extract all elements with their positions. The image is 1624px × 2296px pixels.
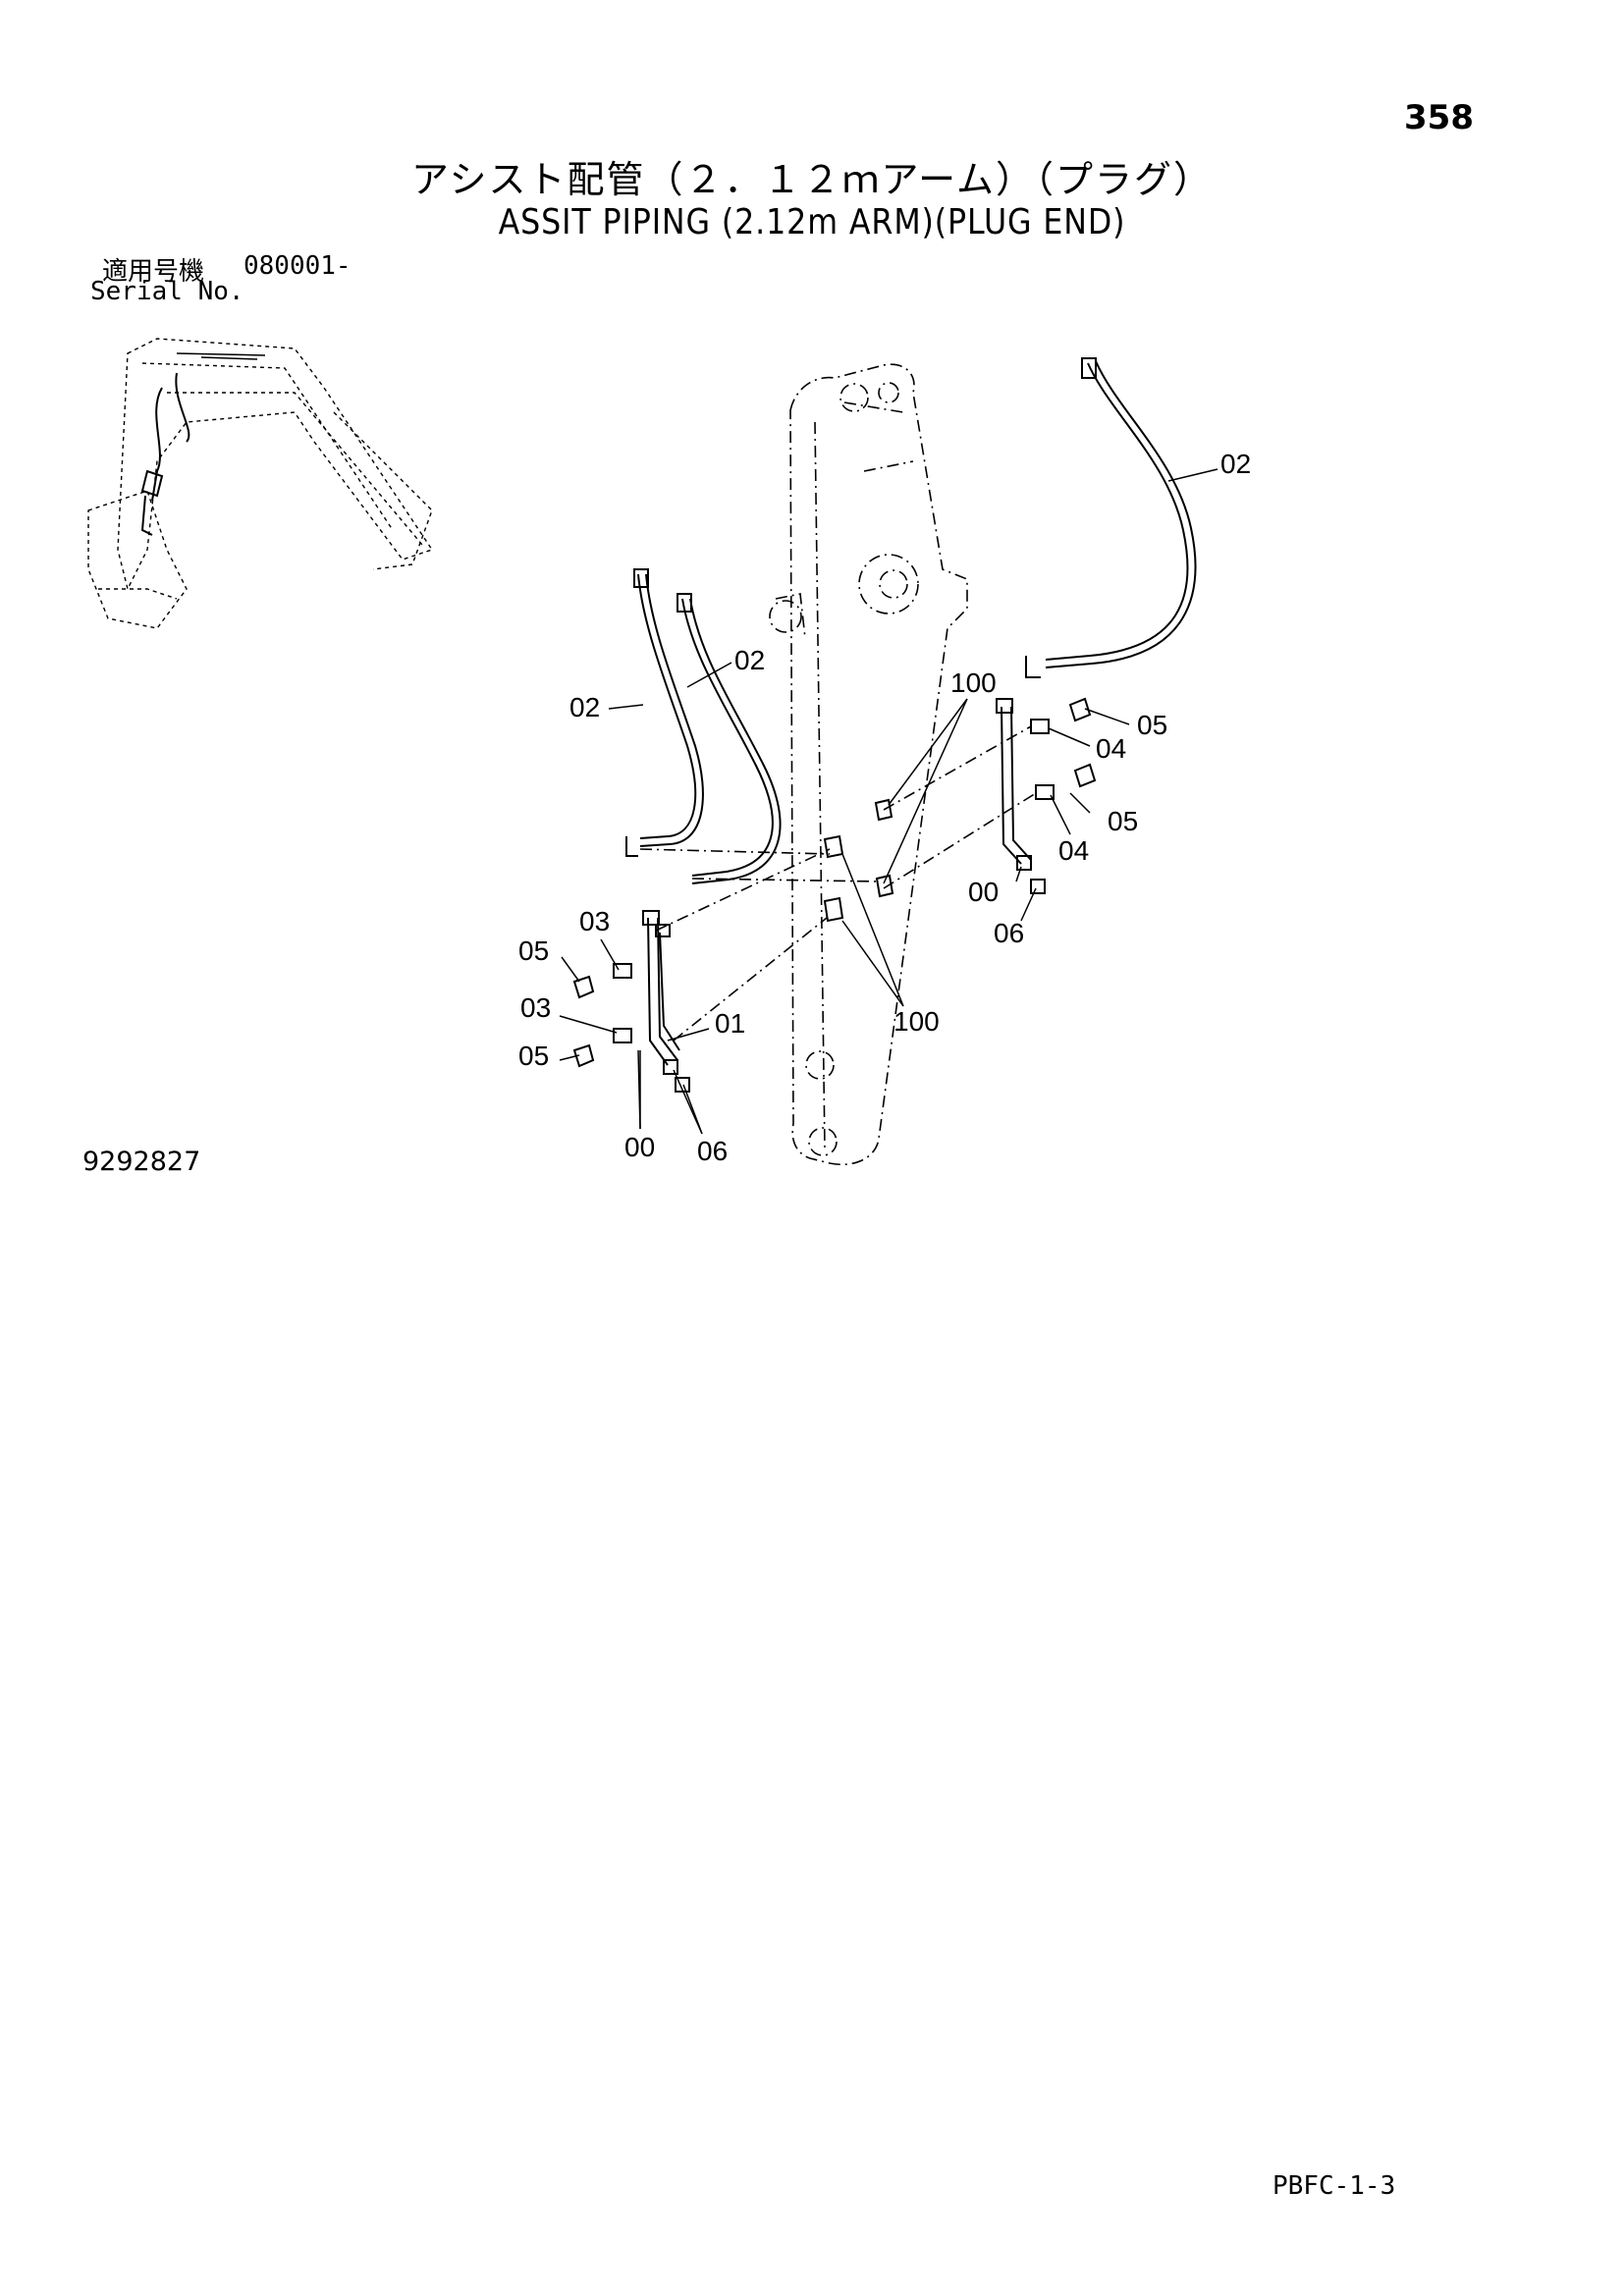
callout-00-left: 00 bbox=[624, 1132, 655, 1162]
callout-100-bottom: 100 bbox=[893, 1006, 940, 1037]
page-code: PBFC-1-3 bbox=[1272, 2171, 1396, 2201]
serial-number-value: 080001- bbox=[244, 251, 352, 281]
serial-label-english: Serial No. bbox=[90, 277, 244, 306]
callout-06-right: 06 bbox=[994, 918, 1024, 948]
pipe-01-left bbox=[637, 910, 690, 1130]
callout-02-left: 02 bbox=[569, 692, 600, 722]
arm-outline bbox=[769, 363, 968, 1165]
hose-02-right bbox=[1045, 357, 1197, 668]
pipe-00-right bbox=[996, 698, 1046, 894]
callout-100-top: 100 bbox=[950, 667, 997, 698]
callout-05-right-2: 05 bbox=[1108, 806, 1138, 836]
callout-05-left-1: 05 bbox=[518, 935, 549, 966]
drawing-number: 9292827 bbox=[82, 1147, 201, 1177]
callout-labels: 02 02 02 100 100 05 04 05 04 00 06 03 05… bbox=[518, 449, 1251, 1166]
machine-overview-illustration bbox=[87, 338, 434, 629]
leader-lines bbox=[559, 468, 1218, 1135]
callout-05-left-2: 05 bbox=[518, 1041, 549, 1071]
callout-05-right-1: 05 bbox=[1137, 710, 1167, 740]
callout-04-right-1: 04 bbox=[1096, 733, 1126, 764]
clamp-bolt-parts bbox=[572, 697, 1097, 1068]
hose-02-left bbox=[633, 568, 704, 847]
callout-02-middle: 02 bbox=[734, 645, 765, 675]
serial-label-japanese: 適用号機 bbox=[102, 257, 205, 287]
callout-03-left-2: 03 bbox=[520, 992, 551, 1023]
callout-02-top: 02 bbox=[1220, 449, 1251, 479]
callout-00-right: 00 bbox=[968, 877, 999, 907]
page-number: 358 bbox=[1404, 98, 1474, 137]
callout-01: 01 bbox=[715, 1008, 745, 1039]
reference-lines bbox=[639, 725, 1037, 1041]
callout-03-left-1: 03 bbox=[579, 906, 610, 936]
hose-02-middle bbox=[677, 593, 782, 884]
page-title-english: ASSIT PIPING (2.12m ARM)(PLUG END) bbox=[498, 202, 1126, 242]
page-title-japanese: アシスト配管（２．１２ｍアーム）（プラグ） bbox=[410, 158, 1214, 201]
callout-04-right-2: 04 bbox=[1058, 835, 1089, 866]
callout-06-left: 06 bbox=[697, 1136, 728, 1166]
